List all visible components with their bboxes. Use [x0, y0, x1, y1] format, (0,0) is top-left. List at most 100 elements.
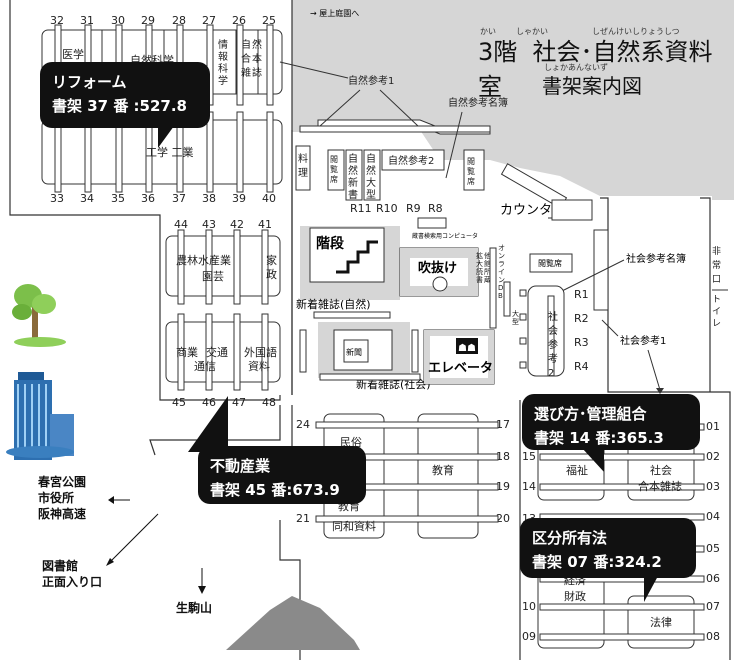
svg-text:42: 42	[230, 218, 244, 231]
svg-text:拡: 拡	[476, 251, 483, 260]
svg-text:財政: 財政	[564, 589, 586, 603]
svg-text:14: 14	[522, 480, 536, 493]
page-subtitle: 書架案内図	[542, 74, 642, 98]
callout-title: 不動産業	[210, 457, 271, 475]
svg-text:閲: 閲	[467, 157, 475, 166]
callout-shelf: 書架 37 番 :527.8	[52, 97, 187, 115]
label-shinbun: 新聞	[346, 347, 362, 357]
svg-text:大: 大	[366, 176, 376, 189]
callout-shelf: 書架 07 番:324.2	[532, 553, 662, 571]
svg-text:41: 41	[258, 218, 272, 231]
label-elevator: エレベータ	[428, 361, 493, 376]
shelf-number: 29	[141, 14, 155, 27]
svg-text:03: 03	[706, 480, 720, 493]
svg-text:ン: ン	[498, 276, 505, 284]
label-shizen-sanko-meibo: 自然参考名簿	[448, 96, 508, 109]
svg-text:他: 他	[484, 251, 491, 260]
shelf-number: 35	[111, 192, 125, 205]
callout-fudosan: 不動産業 書架 45 番:673.9	[188, 396, 366, 504]
svg-text:17: 17	[496, 418, 510, 431]
svg-text:☗☗: ☗☗	[458, 343, 476, 354]
callout-erabikata: 選び方･管理組合 書架 14 番:365.3	[522, 394, 700, 472]
svg-text:45: 45	[172, 396, 186, 409]
svg-text:自: 自	[348, 152, 358, 165]
svg-text:18: 18	[496, 450, 510, 463]
shelf-number: 34	[80, 192, 94, 205]
svg-text:R1: R1	[574, 288, 589, 301]
svg-text:口: 口	[712, 275, 721, 285]
svg-text:商業: 商業	[176, 345, 198, 359]
svg-text:型: 型	[366, 188, 376, 201]
shelf-number: 32	[50, 14, 64, 27]
svg-text:料: 料	[298, 152, 308, 165]
label-cityhall: 市役所	[38, 490, 74, 505]
svg-text:イ: イ	[712, 307, 721, 317]
shelf-number: 25	[262, 14, 276, 27]
label-mountain: 生駒山	[176, 600, 212, 615]
svg-text:通信: 通信	[194, 360, 216, 373]
svg-text:イ: イ	[498, 268, 505, 276]
svg-text:本: 本	[252, 52, 262, 65]
svg-text:交通: 交通	[206, 345, 228, 359]
svg-text:雑: 雑	[241, 66, 251, 79]
shelf-number: 28	[172, 14, 186, 27]
gray-area	[292, 0, 734, 200]
svg-text:D: D	[498, 284, 503, 292]
svg-text:04: 04	[706, 510, 720, 523]
room-name: 社会･自然系資料室	[478, 38, 713, 101]
top-note: → 屋上庭園へ	[310, 8, 359, 18]
svg-text:然: 然	[252, 38, 262, 51]
wall-left	[9, 0, 281, 401]
svg-text:覧: 覧	[330, 164, 338, 174]
svg-text:会: 会	[548, 324, 558, 337]
svg-text:R8: R8	[428, 202, 443, 215]
svg-text:R10: R10	[376, 202, 398, 215]
svg-text:考: 考	[548, 353, 558, 365]
label-minzoku: 民俗	[340, 436, 362, 449]
svg-text:政: 政	[266, 267, 277, 281]
callout-kubun: 区分所有法 書架 07 番:324.2	[520, 518, 696, 602]
svg-text:大: 大	[476, 259, 483, 268]
svg-text:自: 自	[241, 38, 251, 51]
svg-text:10: 10	[522, 600, 536, 613]
shelf-number: 27	[202, 14, 216, 27]
ruby-kai: かい	[480, 27, 496, 36]
svg-text:書: 書	[476, 275, 483, 284]
label-kensaku-pc: 蔵書検索用コンピュータ	[412, 232, 478, 240]
svg-text:誌: 誌	[252, 66, 262, 79]
tree-icon	[12, 284, 66, 347]
svg-text:43: 43	[202, 218, 216, 231]
label-counter: カウンター	[500, 203, 565, 218]
label-shinchaku-shizen: 新着雑誌(自然)	[296, 297, 371, 311]
shelf-number: 30	[111, 14, 125, 27]
svg-text:09: 09	[522, 630, 536, 643]
svg-text:02: 02	[706, 450, 720, 463]
svg-text:書: 書	[348, 188, 358, 201]
svg-text:ン: ン	[498, 252, 505, 260]
shelf-number: 31	[80, 14, 94, 27]
shelf-number: 33	[50, 192, 64, 205]
svg-text:R3: R3	[574, 336, 589, 349]
label-etsuran3: 閲覧席	[538, 258, 562, 268]
shelf-ryori	[295, 145, 311, 191]
svg-text:閲: 閲	[330, 155, 338, 164]
label-horitsu: 法律	[650, 615, 672, 629]
mountain-icon	[226, 596, 360, 650]
svg-text:R4: R4	[574, 360, 589, 373]
label-shakai-sanko-meibo: 社会参考名簿	[626, 252, 686, 265]
shelf-number: 26	[232, 14, 246, 27]
label-shizen-sanko2: 自然参考2	[388, 154, 434, 167]
svg-text:自: 自	[366, 152, 376, 165]
svg-text:06: 06	[706, 572, 720, 585]
svg-text:20: 20	[496, 512, 510, 525]
svg-text:21: 21	[296, 512, 310, 525]
svg-text:合本雑誌: 合本雑誌	[638, 479, 682, 493]
svg-text:参: 参	[548, 338, 558, 351]
svg-text:47: 47	[232, 396, 246, 409]
svg-text:非: 非	[712, 245, 721, 257]
building-icon	[6, 372, 74, 460]
svg-text:15: 15	[522, 450, 536, 463]
callout-shelf: 書架 45 番:673.9	[210, 481, 340, 499]
svg-text:然: 然	[366, 164, 376, 177]
svg-text:ト: ト	[712, 295, 721, 305]
